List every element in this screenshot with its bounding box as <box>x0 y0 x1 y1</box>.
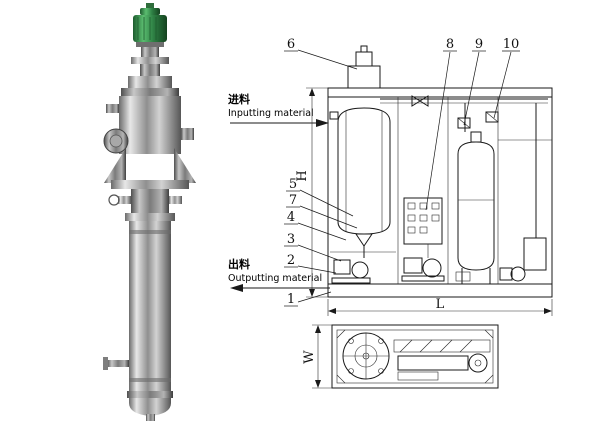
auxiliary-tank <box>499 237 547 282</box>
svg-text:5: 5 <box>289 177 297 192</box>
svg-text:6: 6 <box>287 37 295 52</box>
dimension-height: H <box>295 87 328 298</box>
discharge-label-en: Outputting material <box>228 273 322 284</box>
motor <box>133 3 167 47</box>
feed-label-cn: 进料 <box>228 92 250 106</box>
svg-text:H: H <box>295 170 310 181</box>
callout-1: 1 <box>284 291 332 307</box>
lower-cylinder <box>103 221 173 421</box>
svg-text:7: 7 <box>289 193 297 208</box>
callout-10: 10 <box>493 37 520 119</box>
dimension-length: L <box>327 297 553 316</box>
vacuum-pump <box>401 244 471 282</box>
technical-drawing: 进料 Inputting material 出料 Outputting mate… <box>228 37 553 389</box>
equipment-photo <box>103 3 196 421</box>
discharge-pump <box>331 259 371 284</box>
machine-frame <box>327 87 553 298</box>
svg-text:2: 2 <box>287 253 295 268</box>
mid-section <box>108 189 182 221</box>
discharge-label-cn: 出料 <box>228 257 250 271</box>
evaporator-column <box>329 45 391 258</box>
callout-8: 8 <box>425 37 457 211</box>
upper-vessel <box>103 88 196 189</box>
feed-label-en: Inputting material <box>228 108 314 119</box>
callout-3: 3 <box>284 232 342 262</box>
receiver-vessel <box>457 131 495 284</box>
callout-2: 2 <box>284 253 337 274</box>
svg-text:1: 1 <box>287 292 295 307</box>
callout-6: 6 <box>284 37 358 70</box>
plan-view <box>331 324 499 389</box>
svg-text:3: 3 <box>287 232 295 247</box>
callout-9: 9 <box>463 37 486 126</box>
dimension-width: W <box>302 324 332 389</box>
callout-5: 5 <box>286 177 354 217</box>
callout-7: 7 <box>286 193 358 229</box>
control-panel <box>403 197 443 245</box>
overhead-piping <box>380 95 548 238</box>
svg-text:8: 8 <box>446 37 454 52</box>
svg-text:10: 10 <box>503 37 520 52</box>
svg-text:L: L <box>436 297 445 312</box>
drive-coupling <box>128 47 172 88</box>
svg-text:4: 4 <box>287 210 295 225</box>
callout-4: 4 <box>284 210 347 241</box>
discharge-label: 出料 Outputting material <box>228 257 330 292</box>
svg-text:W: W <box>302 350 317 364</box>
svg-text:9: 9 <box>475 37 483 52</box>
feed-label: 进料 Inputting material <box>228 92 329 127</box>
